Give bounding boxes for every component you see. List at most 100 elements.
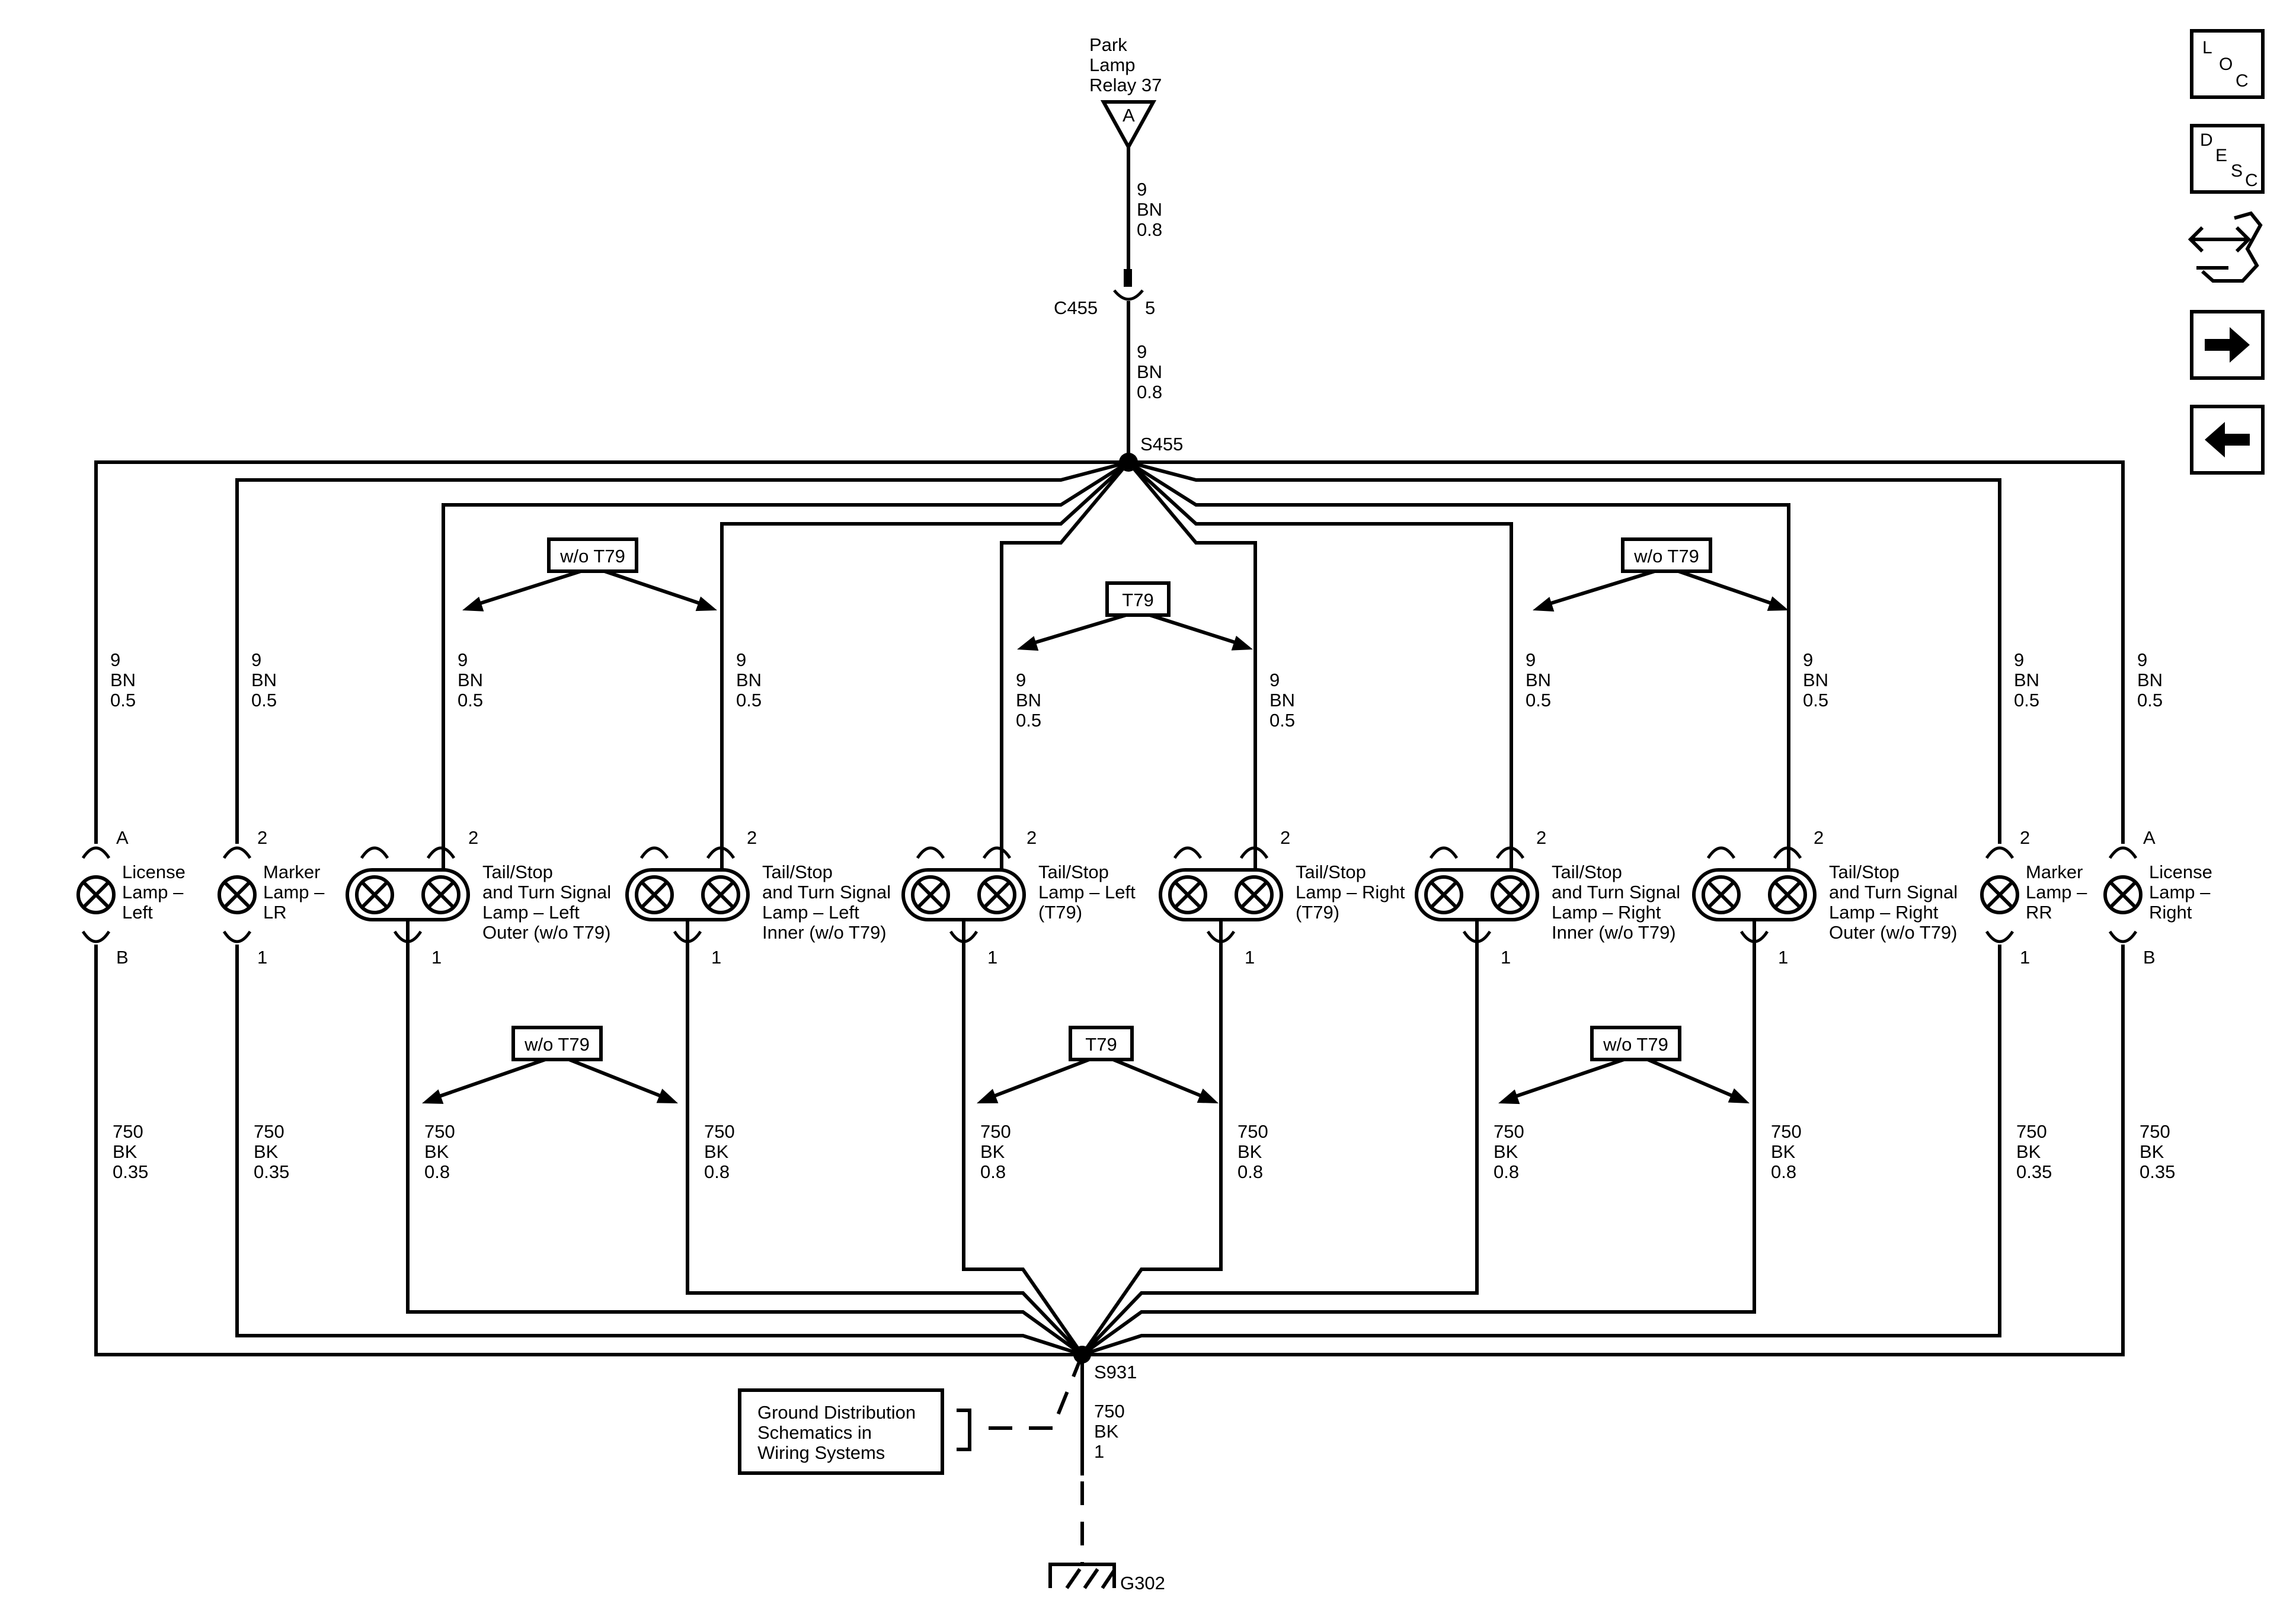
ground-wire-9 bbox=[1082, 945, 2001, 1356]
feed-wire-label-1: BN bbox=[110, 670, 136, 690]
option-label: w/o T79 bbox=[1603, 1034, 1668, 1055]
source-label-line-2: Lamp bbox=[1089, 55, 1136, 75]
feed-wire-label-4: BN bbox=[736, 670, 762, 690]
arrow-right-button[interactable] bbox=[2190, 310, 2265, 380]
lamp-name: Lamp – bbox=[2026, 882, 2087, 902]
option-3: w/o T79 bbox=[1533, 537, 1789, 612]
feed-wire-1-circuit: 9 bbox=[1137, 179, 1147, 200]
lamp-name: Lamp – Left bbox=[482, 902, 580, 923]
lamp-name: License bbox=[122, 862, 186, 882]
pin-top: 2 bbox=[468, 827, 478, 848]
feed-wire-label-9: 0.5 bbox=[2014, 690, 2039, 710]
ground-wire-label-1: 0.35 bbox=[113, 1161, 148, 1182]
lamp-name: RR bbox=[2026, 902, 2052, 923]
connector-icon[interactable] bbox=[2188, 211, 2263, 283]
ground-wire-label-1: 750 bbox=[113, 1121, 143, 1142]
arrow-icon bbox=[1231, 635, 1253, 651]
ground-wire-label-3: 750 bbox=[424, 1121, 455, 1142]
option-label: w/o T79 bbox=[524, 1034, 590, 1055]
lamp-name: Tail/Stop bbox=[1038, 862, 1109, 882]
feed-wire-label-4: 9 bbox=[736, 649, 746, 670]
ground-wire-label-9: 0.35 bbox=[2016, 1161, 2052, 1182]
lamp-name: Marker bbox=[263, 862, 320, 882]
source-label-line-1: Park bbox=[1089, 34, 1127, 55]
desc-letter-2: E bbox=[2215, 146, 2227, 165]
feed-wire-label-5: 0.5 bbox=[1016, 710, 1041, 731]
ground-wire-4 bbox=[686, 945, 1084, 1356]
pin-bottom: B bbox=[2143, 947, 2156, 968]
lamp-housing bbox=[1692, 868, 1817, 921]
bulb-icon bbox=[218, 875, 257, 914]
splice-s455-label: S455 bbox=[1140, 434, 1183, 454]
ground-wire-label-3: BK bbox=[424, 1141, 449, 1162]
feed-wire-6 bbox=[1127, 461, 1257, 844]
feed-wire-label-8: 9 bbox=[1803, 649, 1813, 670]
feed-wire-label-9: BN bbox=[2014, 670, 2039, 690]
ground-wire-label-6: 750 bbox=[1237, 1121, 1268, 1142]
ground-reference-line-2: Schematics in bbox=[757, 1422, 872, 1443]
bulb-icon bbox=[1168, 875, 1207, 914]
ground-wire-5 bbox=[962, 945, 1084, 1356]
feed-wire-1-color: BN bbox=[1137, 199, 1162, 220]
bulb-icon bbox=[1980, 875, 2019, 914]
option-2: T79 bbox=[1017, 581, 1253, 651]
pin-bottom: 1 bbox=[711, 947, 721, 968]
option-box bbox=[1621, 537, 1712, 573]
feed-wire-label-10: 9 bbox=[2137, 649, 2147, 670]
ground-wire-3 bbox=[406, 945, 1083, 1356]
ground-wire-label-6: 0.8 bbox=[1237, 1161, 1263, 1182]
arrow-icon bbox=[422, 1089, 444, 1104]
desc-letter-1: D bbox=[2200, 130, 2213, 150]
loc-letter-1: L bbox=[2202, 38, 2212, 57]
desc-button[interactable]: D E S C bbox=[2190, 124, 2265, 194]
feed-wire-label-4: 0.5 bbox=[736, 690, 762, 710]
feed-wire-4 bbox=[720, 460, 1130, 844]
ground-wire-label-4: 0.8 bbox=[704, 1161, 730, 1182]
arrow-icon bbox=[695, 596, 717, 612]
option-box bbox=[547, 537, 638, 573]
bulb-icon bbox=[635, 875, 674, 914]
feed-wire-label-6: 9 bbox=[1269, 670, 1280, 690]
pin-top: A bbox=[116, 827, 129, 848]
lamp-name: Marker bbox=[2026, 862, 2083, 882]
feed-wire-label-2: BN bbox=[251, 670, 277, 690]
lamp-name: Tail/Stop bbox=[762, 862, 833, 882]
option-box bbox=[1069, 1026, 1134, 1061]
feed-wire-label-2: 9 bbox=[251, 649, 261, 670]
ground-wire-label-4: 750 bbox=[704, 1121, 735, 1142]
pin-top: 2 bbox=[2020, 827, 2030, 848]
pin-bottom: B bbox=[116, 947, 129, 968]
arrow-icon bbox=[1197, 1088, 1219, 1103]
lamp-name: Lamp – Right bbox=[1296, 882, 1405, 902]
ground-reference-link bbox=[1051, 1353, 1084, 1429]
lamp-name: LR bbox=[263, 902, 287, 923]
feed-wire-label-1: 9 bbox=[110, 649, 120, 670]
lamp-name: License bbox=[2149, 862, 2212, 882]
pin-bottom: 1 bbox=[257, 947, 267, 968]
bulb-icon bbox=[355, 875, 394, 914]
lamp-housing bbox=[625, 868, 750, 921]
bulb-icon bbox=[911, 875, 950, 914]
lamp-name: Lamp – Right bbox=[1829, 902, 1939, 923]
pin-top: 2 bbox=[1536, 827, 1546, 848]
lamp-name: Lamp – bbox=[2149, 882, 2211, 902]
loc-button[interactable]: L O C bbox=[2190, 29, 2265, 99]
ground-wire-circuit: 750 bbox=[1094, 1401, 1125, 1422]
ground-wire-label-5: 750 bbox=[980, 1121, 1011, 1142]
feed-wire-2-size: 0.8 bbox=[1137, 382, 1162, 402]
lamp-housing bbox=[346, 868, 470, 921]
feed-wire-8 bbox=[1127, 460, 1790, 844]
ground-wire-label-7: 0.8 bbox=[1494, 1161, 1519, 1182]
ground-wire-label-8: 0.8 bbox=[1771, 1161, 1796, 1182]
pin-bottom: 1 bbox=[1245, 947, 1255, 968]
arrow-left-button[interactable] bbox=[2190, 405, 2265, 475]
feed-wire-label-6: BN bbox=[1269, 690, 1295, 710]
lamp-name: and Turn Signal bbox=[762, 882, 891, 902]
lamp-name: Outer (w/o T79) bbox=[482, 922, 611, 943]
ground-wire-label-9: BK bbox=[2016, 1141, 2041, 1162]
feed-wire-label-6: 0.5 bbox=[1269, 710, 1295, 731]
feed-wire-label-5: 9 bbox=[1016, 670, 1026, 690]
